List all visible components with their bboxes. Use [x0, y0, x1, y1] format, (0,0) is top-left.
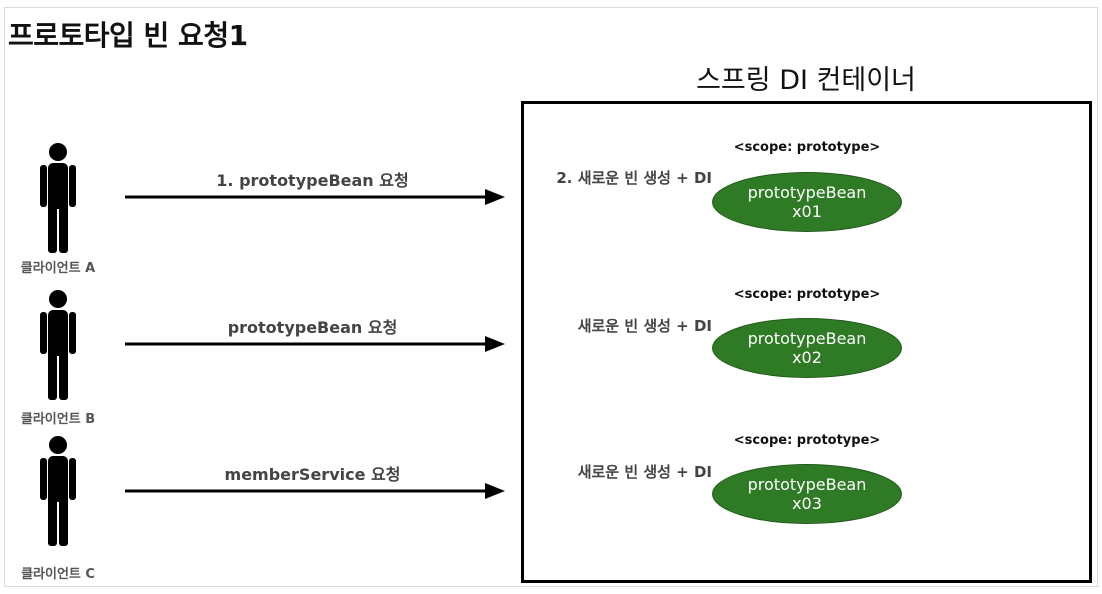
scope-label-c: <scope: prototype> — [733, 433, 881, 448]
request-arrow-b — [125, 336, 505, 352]
bean-name: prototypeBean — [747, 329, 867, 348]
client-label-b: 클라이언트 B — [20, 412, 96, 427]
prototype-bean-x02: prototypeBean x02 — [712, 318, 902, 378]
request-label-c: memberService 요청 — [224, 465, 401, 484]
request-arrow-a — [125, 189, 505, 205]
person-icon — [40, 290, 76, 400]
request-arrow-c — [125, 483, 505, 499]
spring-di-container — [521, 101, 1092, 583]
client-label-a: 클라이언트 A — [20, 261, 96, 276]
scope-label-b: <scope: prototype> — [733, 287, 881, 302]
client-label-c: 클라이언트 C — [21, 567, 95, 582]
create-label-c: 새로운 빈 생성 + DI — [577, 463, 712, 481]
bean-id: x02 — [792, 348, 822, 367]
container-label: 스프링 DI 컨테이너 — [696, 65, 916, 96]
prototype-bean-x03: prototypeBean x03 — [712, 464, 902, 524]
person-icon — [40, 143, 76, 253]
scope-label-a: <scope: prototype> — [733, 140, 881, 155]
bean-id: x03 — [792, 494, 822, 513]
bean-name: prototypeBean — [747, 183, 867, 202]
diagram-title: 프로토타입 빈 요청1 — [8, 19, 248, 52]
prototype-bean-x01: prototypeBean x01 — [712, 172, 902, 232]
create-label-a: 2. 새로운 빈 생성 + DI — [556, 169, 712, 187]
person-icon — [40, 436, 76, 546]
diagram-frame — [4, 7, 1098, 587]
bean-name: prototypeBean — [747, 475, 867, 494]
request-label-b: prototypeBean 요청 — [227, 318, 398, 337]
bean-id: x01 — [792, 202, 822, 221]
request-label-a: 1. prototypeBean 요청 — [216, 171, 409, 190]
create-label-b: 새로운 빈 생성 + DI — [577, 317, 712, 335]
